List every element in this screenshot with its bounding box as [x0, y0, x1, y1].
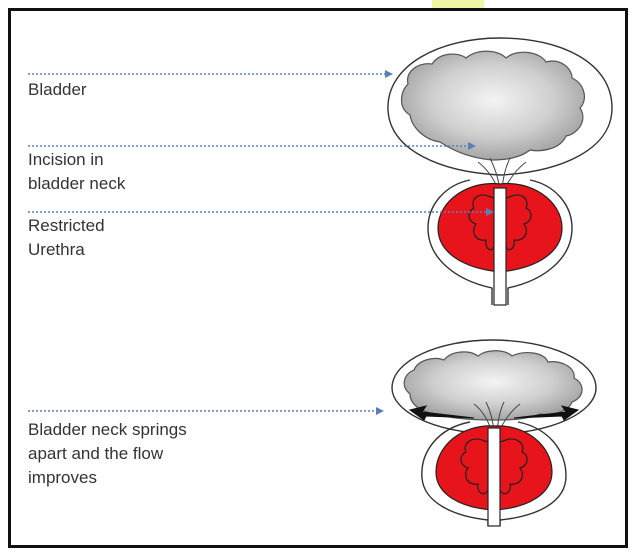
urethra-tube: [494, 188, 506, 305]
label-incision-line1: Incision in: [28, 148, 125, 172]
urethra-tube-after: [488, 428, 500, 526]
label-restricted-urethra: Restricted Urethra: [28, 214, 105, 262]
label-springs-line2: apart and the flow: [28, 442, 187, 466]
label-incision: Incision in bladder neck: [28, 148, 125, 196]
pointer-arrowhead-springs: [376, 407, 384, 415]
label-restricted-line2: Urethra: [28, 238, 105, 262]
after-diagram: [392, 340, 596, 526]
before-diagram: [388, 38, 612, 305]
label-incision-line2: bladder neck: [28, 172, 125, 196]
label-springs-line1: Bladder neck springs: [28, 418, 187, 442]
label-neck-springs: Bladder neck springs apart and the flow …: [28, 418, 187, 490]
label-bladder: Bladder: [28, 78, 87, 102]
label-bladder-text: Bladder: [28, 78, 87, 102]
label-springs-line3: improves: [28, 466, 187, 490]
pointer-arrowhead-bladder: [385, 70, 393, 78]
label-restricted-line1: Restricted: [28, 214, 105, 238]
